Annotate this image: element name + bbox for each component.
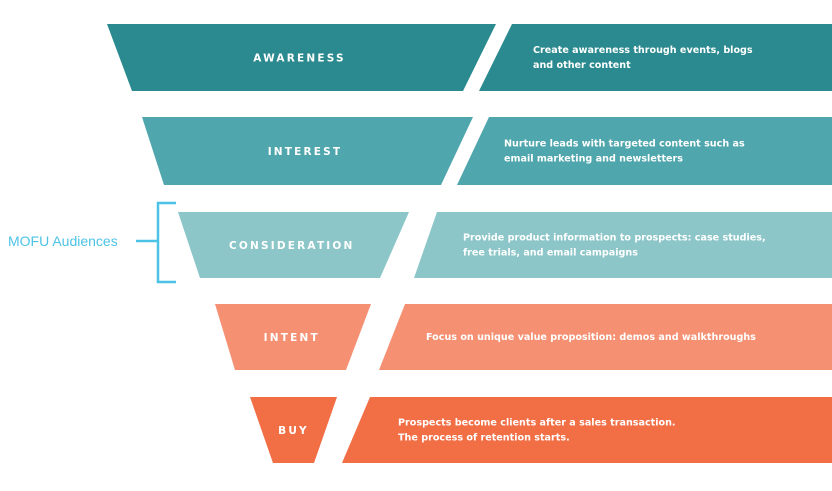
stage-description-line-intent-1: Focus on unique value proposition: demos… xyxy=(426,332,756,343)
stage-trapezoid-consideration xyxy=(178,212,409,278)
funnel-stage-interest: INTEREST Nurture leads with targeted cont… xyxy=(142,117,832,185)
mofu-bracket xyxy=(156,201,176,284)
stage-description-line-awareness-1: Create awareness through events, blogs xyxy=(533,45,753,56)
funnel-stages: AWARENESS Create awareness through events… xyxy=(107,24,832,463)
stage-label-consideration: CONSIDERATION xyxy=(229,240,355,252)
stage-description-line-consideration-1: Provide product information to prospects… xyxy=(463,233,766,244)
stage-trapezoid-awareness xyxy=(107,24,496,91)
stage-label-buy: BUY xyxy=(278,425,309,437)
stage-trapezoid-buy xyxy=(250,397,337,463)
stage-trapezoid-intent xyxy=(215,304,371,370)
stage-description-line-interest-2: email marketing and newsletters xyxy=(504,154,683,165)
stage-description-line-consideration-2: free trials, and email campaigns xyxy=(463,248,638,259)
stage-label-intent: INTENT xyxy=(264,332,320,344)
funnel-stage-intent: INTENT Focus on unique value proposition:… xyxy=(215,304,832,370)
stage-description-line-buy-2: The process of retention starts. xyxy=(398,433,570,444)
stage-description-band-intent xyxy=(379,304,832,370)
funnel-stage-consideration: CONSIDERATION Provide product information… xyxy=(178,212,832,278)
mofu-audiences-label: MOFU Audiences xyxy=(8,233,118,249)
stage-label-interest: INTEREST xyxy=(268,146,343,158)
funnel-stage-awareness: AWARENESS Create awareness through events… xyxy=(107,24,832,91)
mofu-annotation: MOFU Audiences xyxy=(8,201,176,284)
stage-description-line-buy-1: Prospects become clients after a sales t… xyxy=(398,418,676,429)
stage-description-line-interest-1: Nurture leads with targeted content such… xyxy=(504,139,745,150)
stage-description-band-buy xyxy=(342,397,832,463)
stage-label-awareness: AWARENESS xyxy=(253,53,346,65)
stage-description-band-awareness xyxy=(479,24,832,91)
stage-description-band-interest xyxy=(457,117,832,185)
funnel-stage-buy: BUY Prospects become clients after a sale… xyxy=(250,397,832,463)
stage-description-line-awareness-2: and other content xyxy=(533,60,631,71)
stage-description-band-consideration xyxy=(414,212,832,278)
stage-trapezoid-interest xyxy=(142,117,473,185)
